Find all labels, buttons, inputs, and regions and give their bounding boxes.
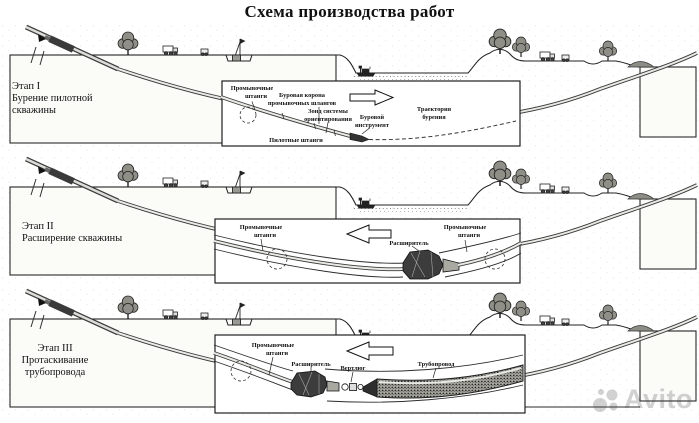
reamer-facets [298,371,320,396]
stage-3-subtitle-1: Протаскивание [22,355,89,366]
reamer-facets [410,250,434,278]
label-drill-crown-2: промывочных шлангов [268,100,337,107]
stage-1-scene: Этап I Бурение пилотной скважины Промыво… [0,23,699,153]
label-flush-rods-right-1: Промывочные [444,224,487,231]
stage-3-title: Этап III [37,343,73,354]
left-arrow-icon [345,341,394,361]
left-arrow-icon [345,224,392,244]
borehole-bottom-left [213,248,404,278]
trajectory-dashed-line [368,120,517,141]
borehole-top-right [438,232,522,254]
swivel-assembly [341,383,364,391]
stage-1-title: Этап I [12,81,41,92]
reamer-body [402,249,444,280]
borehole-top-right [324,354,524,372]
pipeline-highlight [378,367,522,385]
label-drill-tool-1: Буровой [360,114,384,121]
label-drill-crown-1: Буровая корона [279,92,326,99]
stage-1-panel: Этап I Бурение пилотной скважины Промыво… [0,23,699,153]
drill-bit [349,132,370,143]
reamer-cone [326,380,340,392]
label-flush-rods-1: Промывочные [252,342,295,349]
rod-joints [281,112,336,137]
reamer-cone [442,258,460,273]
rotation-callout-right [484,248,506,270]
reamer-body [290,370,328,398]
stage-2-title: Этап II [22,221,54,232]
stage-2-panel: Этап II Расширение скважины Промывочные … [0,155,699,285]
stage-1-subtitle-2: скважины [12,105,56,116]
stage-2-label: Этап II Расширение скважины [22,221,122,244]
label-reamer: Расширитель [389,240,429,247]
stage-3-panel: Этап III Протаскивание трубопровода [0,287,699,417]
watermark-text: Avito [624,384,693,414]
label-trajectory-2: бурения [422,114,446,121]
borehole-top-left [213,344,294,372]
label-flush-rods-2: штанги [266,350,288,357]
right-arrow-icon [349,89,395,106]
label-probe-2: ориентирования [304,116,352,123]
stage-1-subtitle-1: Бурение пилотной [12,93,93,104]
rotation-callout [239,106,257,124]
pilot-string-core [220,96,351,137]
stage-3-label: Этап III Протаскивание трубопровода [22,343,89,378]
label-flush-rods-1: Промывочные [231,85,274,92]
label-drill-tool-2: инструмент [355,122,390,129]
borehole-bottom-left [213,360,294,391]
rotation-callout [230,360,252,382]
stage-2-inset: Промывочные штанги Расширитель Промывочн… [213,218,522,284]
label-reamer: Расширитель [291,361,331,368]
stage-1-label: Этап I Бурение пилотной скважины [12,81,93,116]
label-flush-rods-left-1: Промывочные [240,224,283,231]
label-probe-1: Зонд системы [308,108,348,115]
avito-watermark: Avito [591,384,693,415]
label-pipeline: Трубопровод [418,361,456,368]
stage-2-subtitle: Расширение скважины [22,233,122,244]
stage-2-scene: Этап II Расширение скважины Промывочные … [0,155,699,285]
stage-3-scene: Этап III Протаскивание трубопровода [0,287,699,417]
stage-3-subtitle-2: трубопровода [25,367,86,378]
label-flush-rods-2: штанги [245,93,267,100]
flush-string-left-core [213,240,405,271]
label-flush-rods-left-2: штанги [254,232,276,239]
label-trajectory-1: Траектория [417,106,452,113]
borehole-bottom-right [326,384,524,403]
rotation-callout-left [266,248,288,270]
label-flush-rods-right-2: штанги [458,232,480,239]
avito-logo-icon [593,388,618,412]
flush-string-core [213,352,294,383]
flush-string-right-core [457,242,522,266]
label-swivel: Вертлюг [341,365,366,372]
label-pilot-rods: Пилотные штанги [269,137,323,144]
page-title: Схема производства работ [244,2,455,21]
stage-1-inset: Промывочные штанги Буровая корона промыв… [220,80,521,147]
borehole-top-left [213,234,406,264]
stage-3-inset: Промывочные штанги Расширитель Вертлюг Т… [213,334,526,414]
borehole-bottom-right [444,252,522,278]
